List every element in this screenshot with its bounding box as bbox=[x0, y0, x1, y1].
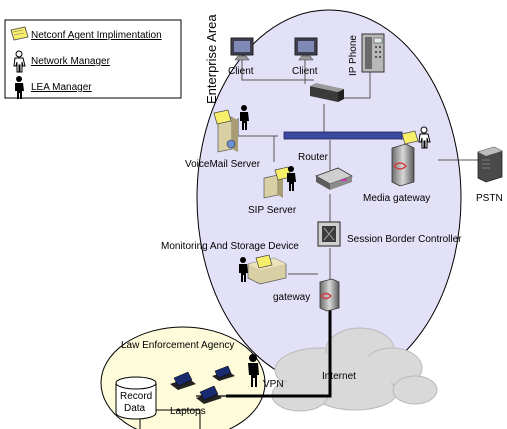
sip-server-icon bbox=[263, 174, 283, 199]
top-switch bbox=[310, 83, 344, 102]
sip-manager-person-icon bbox=[287, 166, 296, 191]
enterprise-area-title: Enterprise Area bbox=[204, 14, 219, 104]
sip-server-label: SIP Server bbox=[248, 205, 297, 216]
router-icon bbox=[315, 167, 353, 190]
laptop-3-icon bbox=[196, 385, 222, 404]
voicemail-manager-person-icon bbox=[240, 105, 249, 130]
record-data-label-1: Record bbox=[120, 391, 152, 402]
gateway-icon bbox=[319, 278, 340, 312]
ip-phone-icon bbox=[361, 33, 385, 73]
laptop-2-icon bbox=[212, 365, 235, 381]
ip-phone-label: IP Phone bbox=[348, 35, 359, 76]
lea-manager-person-icon bbox=[15, 76, 24, 99]
netconf-agent-note-icon bbox=[10, 26, 29, 41]
lea-title: Law Enforcement Agency bbox=[121, 340, 234, 351]
laptops-label: Laptops bbox=[170, 406, 206, 417]
internet-label: Internet bbox=[322, 371, 356, 382]
network-manager-person-icon bbox=[13, 50, 26, 73]
record-data-database-icon bbox=[115, 376, 157, 420]
voicemail-netconf-note-icon bbox=[213, 109, 232, 125]
voicemail-server-icon bbox=[217, 116, 238, 153]
media-gateway-label: Media gateway bbox=[363, 193, 430, 204]
monitoring-lea-manager-person-icon bbox=[239, 257, 248, 282]
monitoring-netconf-note-icon bbox=[255, 254, 273, 269]
session-border-controller-icon bbox=[317, 221, 341, 247]
media-gateway-netconf-note-icon bbox=[401, 130, 419, 145]
legend-network-manager-label: Network Manager bbox=[31, 56, 111, 67]
legend-lea-manager-label: LEA Manager bbox=[31, 82, 92, 93]
wan-link bbox=[226, 308, 332, 398]
pstn-label: PSTN bbox=[476, 193, 503, 204]
record-data-label-2: Data bbox=[124, 403, 146, 414]
backbone-bar bbox=[283, 131, 403, 140]
media-gateway-manager-person-icon bbox=[418, 126, 431, 149]
lea-agent-person-icon bbox=[248, 354, 259, 387]
monitoring-label: Monitoring And Storage Device bbox=[161, 241, 299, 252]
client-2-computer-icon bbox=[294, 37, 318, 61]
legend: Netconf Agent Implimentation Network Man… bbox=[4, 19, 182, 99]
router-label: Router bbox=[298, 152, 329, 163]
client-2-label: Client bbox=[292, 66, 318, 77]
vpn-label: VPN bbox=[263, 379, 284, 390]
client-1-label: Client bbox=[228, 66, 254, 77]
internet-cloud bbox=[271, 327, 438, 412]
pstn-switch-icon bbox=[477, 146, 503, 183]
media-gateway-icon bbox=[391, 143, 415, 187]
legend-netconf-label: Netconf Agent Implimentation bbox=[31, 30, 162, 41]
client-1-computer-icon bbox=[230, 37, 254, 61]
sbc-label: Session Border Controller bbox=[347, 234, 462, 245]
voicemail-server-label: VoiceMail Server bbox=[185, 159, 261, 170]
gateway-label: gateway bbox=[273, 292, 310, 303]
laptop-1-icon bbox=[170, 371, 196, 390]
